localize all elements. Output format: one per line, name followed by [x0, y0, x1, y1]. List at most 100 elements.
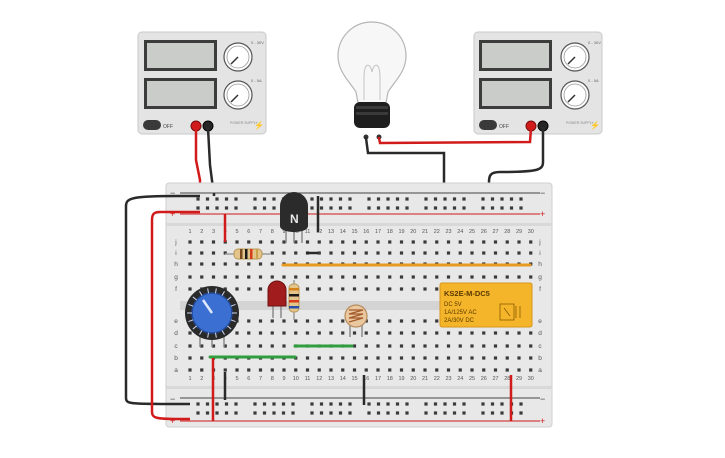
rail-hole[interactable] [519, 402, 523, 406]
terminal-hole[interactable] [270, 275, 274, 279]
terminal-hole[interactable] [388, 368, 392, 372]
terminal-hole[interactable] [223, 275, 227, 279]
terminal-hole[interactable] [341, 368, 345, 372]
rail-hole[interactable] [490, 197, 495, 201]
rail-hole[interactable] [253, 197, 257, 201]
rail-hole[interactable] [319, 206, 324, 210]
terminal-hole[interactable] [305, 356, 310, 360]
wire-red[interactable] [150, 210, 200, 421]
terminal-hole[interactable] [423, 287, 427, 291]
terminal-hole[interactable] [411, 251, 415, 255]
terminal-hole[interactable] [505, 368, 509, 372]
terminal-hole[interactable] [458, 275, 462, 279]
rail-hole[interactable] [424, 411, 428, 415]
rail-hole[interactable] [500, 206, 504, 210]
terminal-hole[interactable] [388, 344, 392, 348]
rail-hole[interactable] [348, 402, 352, 406]
rail-hole[interactable] [348, 197, 352, 201]
rail-hole[interactable] [433, 197, 438, 201]
rail-hole[interactable] [310, 197, 314, 201]
terminal-hole[interactable] [270, 251, 274, 255]
terminal-hole[interactable] [493, 344, 498, 348]
terminal-hole[interactable] [364, 331, 368, 335]
terminal-hole[interactable] [329, 319, 333, 323]
rail-hole[interactable] [481, 411, 485, 415]
terminal-hole[interactable] [305, 331, 310, 335]
terminal-hole[interactable] [458, 331, 462, 335]
rail-hole[interactable] [291, 411, 295, 415]
terminal-hole[interactable] [388, 356, 392, 360]
terminal-hole[interactable] [493, 368, 498, 372]
terminal-hole[interactable] [435, 240, 439, 244]
rail-hole[interactable] [205, 197, 210, 201]
rail-hole[interactable] [481, 197, 485, 201]
terminal-hole[interactable] [282, 275, 286, 279]
rail-hole[interactable] [215, 411, 219, 415]
rail-hole[interactable] [443, 206, 447, 210]
wire-black[interactable] [124, 194, 200, 406]
terminal-hole[interactable] [458, 240, 462, 244]
rail-hole[interactable] [519, 411, 523, 415]
terminal-hole[interactable] [458, 344, 462, 348]
terminal-hole[interactable] [399, 331, 404, 335]
power-supply-left[interactable]: 0 - 30V 0 - 5A OFF POWER SUPPLY ⚡ [137, 31, 267, 135]
rail-hole[interactable] [452, 206, 457, 210]
terminal-hole[interactable] [329, 356, 333, 360]
terminal-hole[interactable] [446, 356, 451, 360]
rail-hole[interactable] [462, 402, 466, 406]
terminal-hole[interactable] [493, 331, 498, 335]
terminal-hole[interactable] [470, 275, 474, 279]
terminal-hole[interactable] [247, 287, 251, 291]
terminal-hole[interactable] [388, 240, 392, 244]
rail-hole[interactable] [291, 402, 295, 406]
terminal-hole[interactable] [317, 368, 321, 372]
terminal-hole[interactable] [399, 368, 404, 372]
terminal-hole[interactable] [317, 331, 321, 335]
terminal-hole[interactable] [388, 319, 392, 323]
terminal-hole[interactable] [376, 240, 380, 244]
terminal-hole[interactable] [294, 368, 298, 372]
terminal-hole[interactable] [411, 287, 415, 291]
terminal-hole[interactable] [223, 344, 227, 348]
rail-hole[interactable] [234, 402, 238, 406]
rail-hole[interactable] [196, 206, 200, 210]
terminal-hole[interactable] [399, 356, 404, 360]
terminal-hole[interactable] [388, 251, 392, 255]
terminal-hole[interactable] [435, 275, 439, 279]
terminal-hole[interactable] [446, 240, 451, 244]
terminal-hole[interactable] [317, 356, 321, 360]
terminal-hole[interactable] [294, 240, 298, 244]
terminal-hole[interactable] [493, 275, 498, 279]
terminal-hole[interactable] [423, 319, 427, 323]
rail-hole[interactable] [338, 411, 343, 415]
rail-hole[interactable] [319, 402, 324, 406]
terminal-hole[interactable] [247, 331, 251, 335]
terminal-hole[interactable] [270, 368, 274, 372]
terminal-hole[interactable] [423, 275, 427, 279]
rail-hole[interactable] [272, 206, 276, 210]
rail-hole[interactable] [481, 402, 485, 406]
terminal-hole[interactable] [517, 251, 521, 255]
rail-hole[interactable] [196, 197, 200, 201]
terminal-hole[interactable] [364, 368, 368, 372]
terminal-hole[interactable] [529, 344, 533, 348]
rail-hole[interactable] [319, 197, 324, 201]
terminal-hole[interactable] [282, 251, 286, 255]
terminal-hole[interactable] [211, 262, 216, 266]
terminal-hole[interactable] [317, 319, 321, 323]
terminal-hole[interactable] [282, 319, 286, 323]
terminal-hole[interactable] [470, 356, 474, 360]
terminal-hole[interactable] [211, 275, 216, 279]
terminal-hole[interactable] [188, 331, 192, 335]
terminal-hole[interactable] [341, 356, 345, 360]
terminal-hole[interactable] [211, 251, 216, 255]
rail-hole[interactable] [262, 402, 267, 406]
terminal-hole[interactable] [223, 251, 227, 255]
terminal-hole[interactable] [482, 251, 486, 255]
terminal-hole[interactable] [388, 331, 392, 335]
terminal-hole[interactable] [493, 251, 498, 255]
terminal-hole[interactable] [305, 240, 310, 244]
rail-hole[interactable] [215, 197, 219, 201]
terminal-hole[interactable] [388, 287, 392, 291]
terminal-hole[interactable] [188, 251, 192, 255]
